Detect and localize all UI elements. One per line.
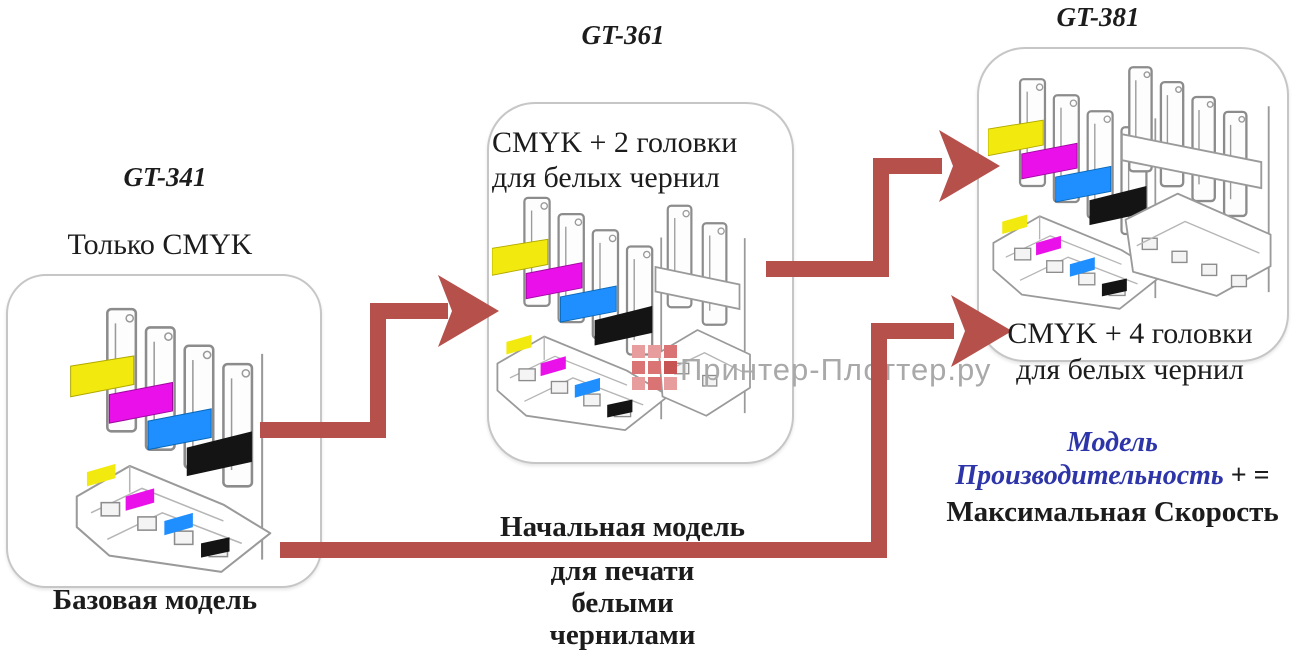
result-note-performance-word: Производительность (955, 460, 1224, 491)
result-note-result: Максимальная Скорость (946, 496, 1279, 528)
result-note-plus-equals: + = (1223, 460, 1270, 491)
result-note-formula: Производительность + = (925, 459, 1300, 496)
gt381-title: GT-381 (1056, 2, 1140, 32)
arrow-gt341-to-gt361 (260, 275, 499, 438)
gt341-subtitle: Только CMYK (67, 228, 253, 261)
result-note: Модель Производительность + = Максимальн… (925, 426, 1300, 529)
result-note-model-word: Модель (1067, 427, 1158, 458)
white-ink-start-note: Начальная модель для печати белыми черни… (470, 511, 775, 651)
gt361-subtitle-line1: CMYK + 2 головки (492, 126, 738, 159)
gt341-title: GT-341 (123, 162, 207, 192)
watermark-logo (632, 345, 677, 390)
gt381-subtitle-line1: CMYK + 4 головки (1007, 317, 1253, 350)
arrow-gt341-to-gt381-white-ink (280, 295, 1012, 558)
gt341-caption: Базовая модель (52, 584, 258, 616)
watermark-text: Принтер-Плоттер.ру (680, 352, 992, 387)
gt381-subtitle-line2: для белых чернил (1016, 353, 1244, 386)
gt361-title: GT-361 (581, 20, 665, 50)
white-ink-note-line2: для печати (550, 555, 695, 587)
white-ink-note-line1: Начальная модель (500, 511, 745, 543)
gt361-subtitle: CMYK + 2 головки для белых чернил (492, 125, 777, 195)
white-ink-note-line3: белыми (571, 587, 674, 619)
white-ink-note-line4: чернилами (549, 619, 696, 651)
gt361-subtitle-line2: для белых чернил (492, 161, 720, 194)
arrow-gt361-to-gt381 (766, 130, 1000, 277)
gt381-subtitle: CMYK + 4 головки для белых чернил (975, 316, 1285, 388)
